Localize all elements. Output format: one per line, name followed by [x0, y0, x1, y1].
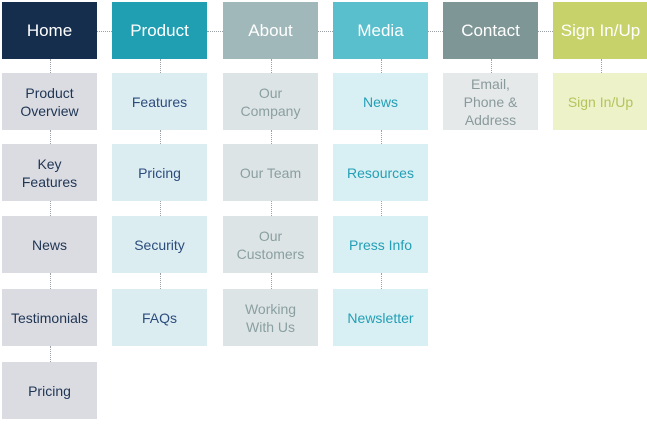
- page-label: Our Team: [239, 164, 302, 181]
- header-label: Home: [26, 20, 73, 40]
- header-label: Media: [357, 20, 404, 40]
- page-label: Testimonials: [10, 309, 89, 326]
- connector-line: [490, 59, 492, 73]
- connector-line: [380, 59, 382, 73]
- connector-line: [159, 59, 161, 73]
- nav-header-product[interactable]: Product: [112, 2, 207, 59]
- sitemap-page-item[interactable]: Pricing: [112, 144, 207, 201]
- page-label: Our Customers: [236, 227, 305, 262]
- sitemap-page-item[interactable]: News: [333, 73, 428, 130]
- nav-header-sign-in-up[interactable]: Sign In/Up: [553, 2, 647, 59]
- sitemap-page-item[interactable]: Pricing: [2, 362, 97, 419]
- page-label: Press Info: [348, 236, 413, 253]
- page-label: Product Overview: [20, 84, 79, 119]
- sitemap-page-item[interactable]: Key Features: [2, 144, 97, 201]
- connector-line: [159, 130, 161, 144]
- sitemap-page-item[interactable]: Working With Us: [223, 289, 318, 346]
- page-label: Working With Us: [244, 300, 297, 335]
- sitemap-page-item[interactable]: Security: [112, 216, 207, 273]
- sitemap-page-item[interactable]: Features: [112, 73, 207, 130]
- sitemap-page-item[interactable]: Our Customers: [223, 216, 318, 273]
- connector-line: [538, 30, 553, 32]
- connector-line: [428, 30, 443, 32]
- sitemap-page-item[interactable]: Newsletter: [333, 289, 428, 346]
- page-label: News: [362, 93, 398, 110]
- nav-header-media[interactable]: Media: [333, 2, 428, 59]
- connector-line: [49, 130, 51, 144]
- connector-line: [159, 201, 161, 216]
- header-label: Sign In/Up: [560, 20, 641, 40]
- page-label: Newsletter: [347, 309, 414, 326]
- header-label: About: [248, 20, 293, 40]
- connector-line: [49, 59, 51, 73]
- header-label: Product: [130, 20, 189, 40]
- page-label: Pricing: [138, 164, 181, 181]
- header-label: Contact: [461, 20, 520, 40]
- nav-header-about[interactable]: About: [223, 2, 318, 59]
- connector-line: [318, 30, 333, 32]
- page-label: Features: [131, 93, 188, 110]
- nav-header-contact[interactable]: Contact: [443, 2, 538, 59]
- page-label: Our Company: [240, 84, 301, 119]
- sitemap-page-item[interactable]: Our Team: [223, 144, 318, 201]
- connector-line: [270, 201, 272, 216]
- connector-line: [270, 273, 272, 289]
- sitemap-page-item[interactable]: Email, Phone & Address: [443, 73, 538, 130]
- page-label: Pricing: [28, 382, 71, 399]
- connector-line: [207, 30, 223, 32]
- page-label: Resources: [347, 164, 414, 181]
- connector-line: [49, 273, 51, 289]
- page-label: Key Features: [21, 155, 78, 190]
- connector-line: [600, 59, 602, 73]
- connector-line: [97, 30, 112, 32]
- connector-line: [49, 346, 51, 362]
- connector-line: [270, 59, 272, 73]
- nav-header-home[interactable]: Home: [2, 2, 97, 59]
- connector-line: [49, 201, 51, 216]
- page-label: Security: [134, 236, 185, 253]
- sitemap-page-item[interactable]: Our Company: [223, 73, 318, 130]
- page-label: Sign In/Up: [567, 93, 634, 110]
- connector-line: [270, 130, 272, 144]
- sitemap-page-item[interactable]: Product Overview: [2, 73, 97, 130]
- sitemap-page-item[interactable]: Sign In/Up: [553, 73, 647, 130]
- page-label: Email, Phone & Address: [463, 75, 518, 128]
- sitemap-page-item[interactable]: Resources: [333, 144, 428, 201]
- connector-line: [380, 130, 382, 144]
- connector-line: [380, 273, 382, 289]
- connector-line: [159, 273, 161, 289]
- connector-line: [380, 201, 382, 216]
- page-label: News: [31, 236, 67, 253]
- sitemap-page-item[interactable]: FAQs: [112, 289, 207, 346]
- sitemap-page-item[interactable]: Press Info: [333, 216, 428, 273]
- sitemap-page-item[interactable]: News: [2, 216, 97, 273]
- page-label: FAQs: [141, 309, 177, 326]
- sitemap-page-item[interactable]: Testimonials: [2, 289, 97, 346]
